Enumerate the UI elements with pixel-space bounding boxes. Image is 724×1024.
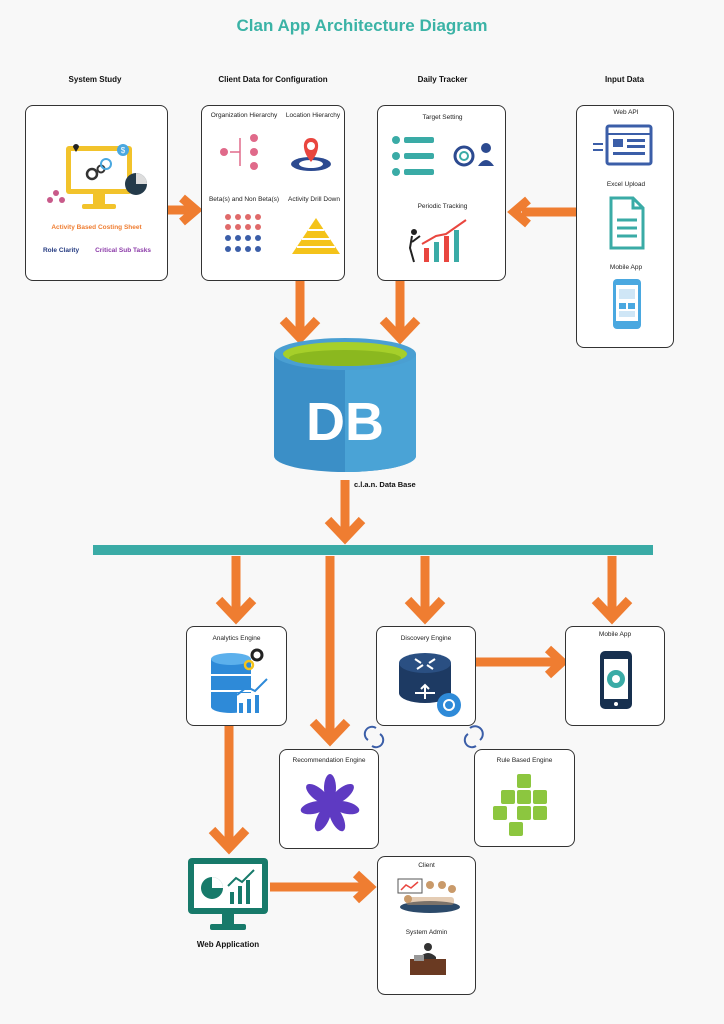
people-grid-icon: [225, 214, 261, 252]
input-data-box: Web API Excel Upload Mobile App: [576, 105, 674, 348]
document-icon: [609, 196, 645, 250]
recommendation-engine-box: Recommendation Engine: [279, 749, 379, 849]
header-input-data: Input Data: [604, 75, 645, 84]
org-hierarchy-label: Organization Hierarchy: [210, 112, 278, 119]
web-application-icon: [188, 858, 268, 930]
rule-based-engine-label: Rule Based Engine: [496, 757, 553, 764]
drill-down-label: Activity Drill Down: [287, 196, 340, 203]
location-pin-icon: [291, 138, 331, 171]
daily-tracker-box: Target Setting Periodic Tracking: [377, 105, 506, 281]
db-label: DB: [306, 392, 384, 452]
role-clarity-label: Role Clarity: [42, 247, 80, 254]
discovery-router-icon: [399, 653, 461, 717]
page-title: Clan App Architecture Diagram: [236, 16, 488, 35]
recommendation-engine-label: Recommendation Engine: [292, 757, 366, 764]
client-box: Client System Admin: [377, 856, 476, 995]
critical-sub-tasks-label: Critical Sub Tasks: [95, 247, 151, 254]
mobile-app-icon: [600, 651, 632, 709]
analytics-engine-label: Analytics Engine: [212, 635, 261, 642]
system-study-box: $ Activity Based Costing Sheet Role Clar…: [25, 105, 168, 281]
costing-monitor-icon: $: [47, 144, 147, 209]
svg-text:$: $: [121, 146, 126, 155]
target-setting-icon: [392, 136, 494, 176]
excel-upload-label: Excel Upload: [606, 181, 646, 188]
growth-chart-icon: [408, 219, 467, 263]
client-label: Client: [418, 862, 435, 869]
database-cylinder: DB: [274, 338, 416, 472]
discovery-engine-label: Discovery Engine: [400, 635, 452, 642]
web-api-icon: [593, 124, 653, 166]
analytics-db-icon: [211, 648, 268, 713]
web-api-label: Web API: [613, 109, 639, 116]
betas-label: Beta(s) and Non Beta(s): [208, 196, 280, 203]
blocks-icon: [493, 774, 547, 836]
header-system-study: System Study: [68, 75, 122, 84]
header-client-data: Client Data for Configuration: [218, 75, 328, 84]
rule-based-engine-box: Rule Based Engine: [474, 749, 575, 847]
target-setting-label: Target Setting: [422, 114, 463, 121]
org-hierarchy-icon: [220, 134, 258, 170]
db-caption: c.l.a.n. Data Base: [354, 480, 416, 489]
admin-desk-icon: [410, 943, 446, 975]
flower-icon: [300, 774, 360, 832]
mobile-app-label: Mobile App: [598, 631, 632, 638]
meeting-icon: [397, 878, 460, 913]
mobile-app-input-label: Mobile App: [609, 264, 643, 271]
analytics-engine-box: Analytics Engine: [186, 626, 287, 726]
cycle-arrow-right: [463, 725, 484, 749]
web-application-label: Web Application: [196, 940, 260, 949]
cycle-arrow-left: [363, 725, 385, 749]
mobile-app-box: Mobile App: [565, 626, 665, 726]
mobile-phone-icon: [613, 279, 641, 329]
discovery-engine-box: Discovery Engine: [376, 626, 476, 726]
periodic-tracking-label: Periodic Tracking: [417, 203, 468, 210]
header-daily-tracker: Daily Tracker: [417, 75, 468, 84]
pyramid-icon: [292, 218, 340, 254]
system-admin-label: System Admin: [405, 929, 448, 936]
location-hierarchy-label: Location Hierarchy: [285, 112, 341, 119]
data-bus: [93, 545, 653, 555]
activity-costing-label: Activity Based Costing Sheet: [51, 224, 142, 231]
client-data-box: Organization Hierarchy Location Hierarch…: [201, 105, 345, 281]
